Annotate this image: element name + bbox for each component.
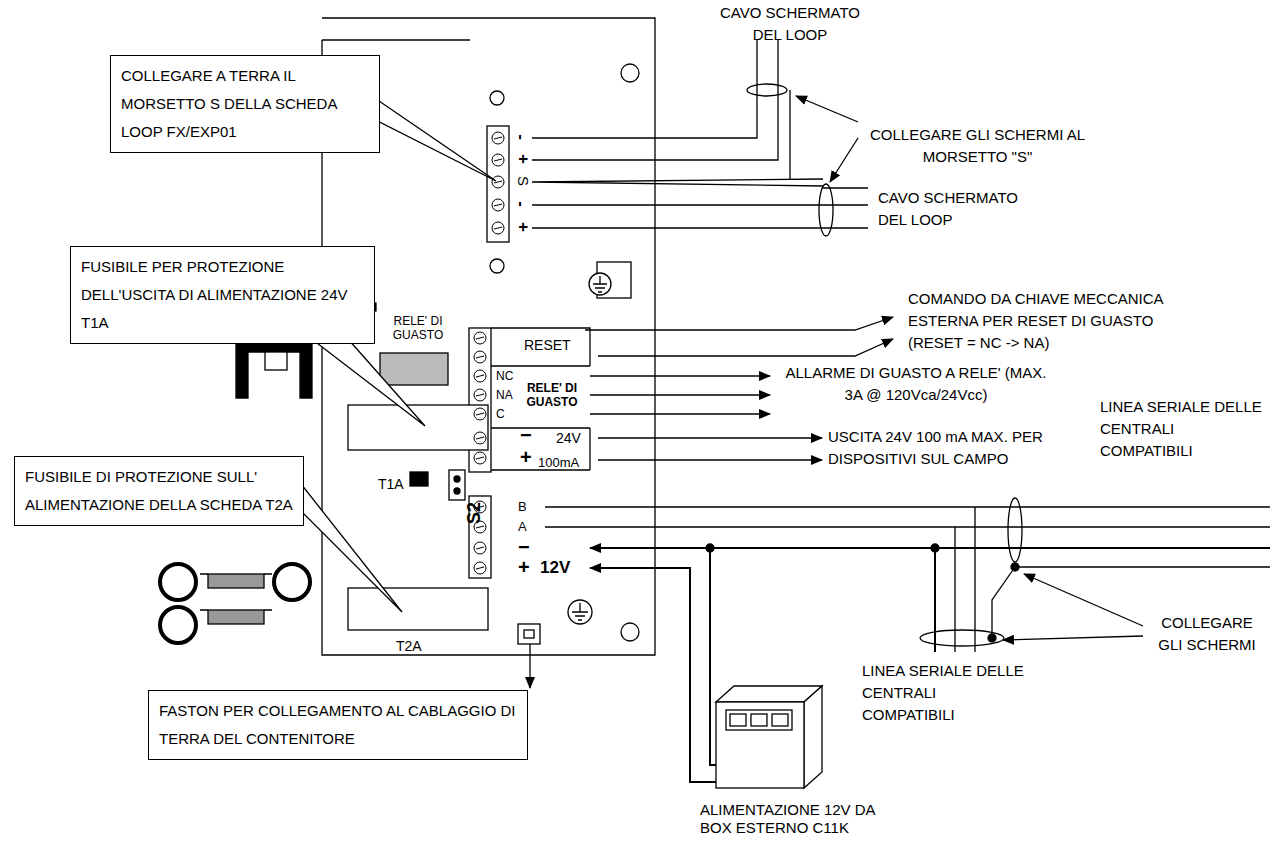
shield-wire	[532, 179, 823, 186]
terminal-name: A	[518, 520, 527, 534]
terminal-sign: +	[513, 154, 533, 164]
ground-symbol	[589, 273, 611, 295]
cable-label: LINEA SERIALE DELLE CENTRALI COMPATIBILI	[862, 660, 1032, 726]
terminal-name: B	[518, 500, 527, 514]
callout-text: FUSIBILE DI PROTEZIONE SULL' ALIMENTAZIO…	[25, 463, 293, 519]
capacitor	[208, 574, 264, 588]
fuse-t1a	[348, 405, 488, 450]
heatsink	[236, 340, 312, 398]
terminal-screw	[474, 351, 486, 363]
terminal-sign: -	[511, 134, 531, 140]
terminal-screw	[474, 452, 486, 464]
terminal-name: NA	[496, 388, 513, 402]
terminal-sign: -	[511, 201, 531, 207]
terminal-name: RESET	[524, 337, 571, 353]
terminal-screw	[474, 542, 486, 554]
cable-shield	[747, 84, 787, 96]
terminal-sign: +	[513, 222, 533, 232]
terminal-screw	[492, 199, 504, 211]
terminal-screw	[492, 154, 504, 166]
ground-symbol	[568, 600, 592, 624]
callout-pointer	[300, 330, 425, 426]
reset-wire	[598, 339, 893, 356]
note: COLLEGARE GLI SCHERMI AL MORSETTO "S"	[860, 124, 1095, 168]
note: COLLEGARE GLI SCHERMI	[1148, 612, 1266, 656]
jumper-label: S2	[464, 502, 484, 524]
fuse-label: T1A	[378, 476, 404, 492]
terminal-screw	[474, 562, 486, 574]
mounting-hole	[621, 623, 639, 641]
box-caption: ALIMENTAZIONE 12V DA BOX ESTERNO C11K	[700, 801, 910, 837]
part-name: RELE' DI GUASTO	[520, 381, 584, 409]
power-supply-box: ALIMENTAZIONE 12V DA BOX ESTERNO C11K	[700, 680, 932, 837]
fuse-label: T2A	[396, 638, 422, 654]
ground-symbol	[593, 276, 607, 292]
callout-text: FASTON PER COLLEGAMENTO AL CABLAGGIO DI …	[159, 697, 517, 753]
callout-box: FUSIBILE PER PROTEZIONE DELL'USCITA DI A…	[70, 246, 375, 344]
leader-arrow	[529, 644, 530, 688]
callout-box: FUSIBILE DI PROTEZIONE SULL' ALIMENTAZIO…	[14, 456, 304, 526]
supply-minus	[590, 547, 1270, 549]
note: ALLARME DI GUASTO A RELE' (MAX. 3A @ 120…	[776, 362, 1056, 406]
loop-wire	[532, 40, 778, 160]
cable-label: LINEA SERIALE DELLE CENTRALI COMPATIBILI	[1100, 396, 1266, 462]
board-edge	[322, 39, 470, 40]
screw-icon	[490, 259, 504, 273]
callout-pointer	[360, 88, 496, 181]
terminal-screw	[492, 222, 504, 234]
inductor	[160, 564, 196, 600]
chip	[410, 472, 428, 486]
terminal-name: S	[513, 176, 533, 186]
inductor	[274, 564, 310, 600]
mounting-hole	[621, 64, 639, 82]
terminal-screw	[474, 408, 486, 420]
cable-label: CAVO SCHERMATO DEL LOOP	[705, 2, 875, 46]
callout-text: FUSIBILE PER PROTEZIONE DELL'USCITA DI A…	[81, 253, 364, 337]
loop-wire	[532, 188, 868, 228]
callout-box: FASTON PER COLLEGAMENTO AL CABLAGGIO DI …	[148, 690, 528, 760]
part-name: RELE' DI GUASTO	[382, 314, 454, 342]
terminal-block	[487, 126, 509, 242]
jumper-s2	[449, 470, 465, 500]
screw-icon	[490, 91, 504, 105]
serial-wire-a	[545, 527, 1270, 652]
capacitor	[208, 610, 264, 624]
terminal-sign: −	[518, 536, 530, 558]
cable-label: CAVO SCHERMATO DEL LOOP	[878, 187, 1048, 231]
faston	[518, 624, 540, 644]
shield-wire	[789, 90, 790, 180]
supply-plus	[590, 568, 717, 782]
terminal-frame	[491, 328, 590, 470]
note: COMANDO DA CHIAVE MECCANICA ESTERNA PER …	[908, 288, 1170, 354]
terminal-screw	[474, 389, 486, 401]
terminal-screw	[492, 176, 504, 188]
cable-shield	[1008, 498, 1022, 562]
terminal-screw	[474, 432, 486, 444]
fuse-t2a	[348, 588, 488, 630]
inductor	[160, 607, 196, 643]
callout-text: COLLEGARE A TERRA IL MORSETTO S DELLA SC…	[121, 62, 369, 146]
terminal-screw	[474, 332, 486, 344]
terminal-sign: −	[520, 424, 532, 446]
terminal-screw	[474, 370, 486, 382]
current-label: 100mA	[538, 456, 579, 470]
terminal-screw	[492, 132, 504, 144]
terminal-sign: +	[520, 446, 532, 468]
reset-wire	[585, 317, 893, 330]
voltage-label: 24V	[556, 430, 581, 446]
terminal-sign: +	[518, 556, 530, 578]
voltage-label: 12V	[540, 558, 570, 578]
callout-box: COLLEGARE A TERRA IL MORSETTO S DELLA SC…	[110, 55, 380, 153]
terminal-name: NC	[496, 369, 513, 383]
terminal-name: C	[496, 407, 505, 421]
relay	[380, 353, 448, 385]
cable-shield	[819, 184, 833, 236]
note: USCITA 24V 100 mA MAX. PER DISPOSITIVI S…	[828, 426, 1113, 470]
